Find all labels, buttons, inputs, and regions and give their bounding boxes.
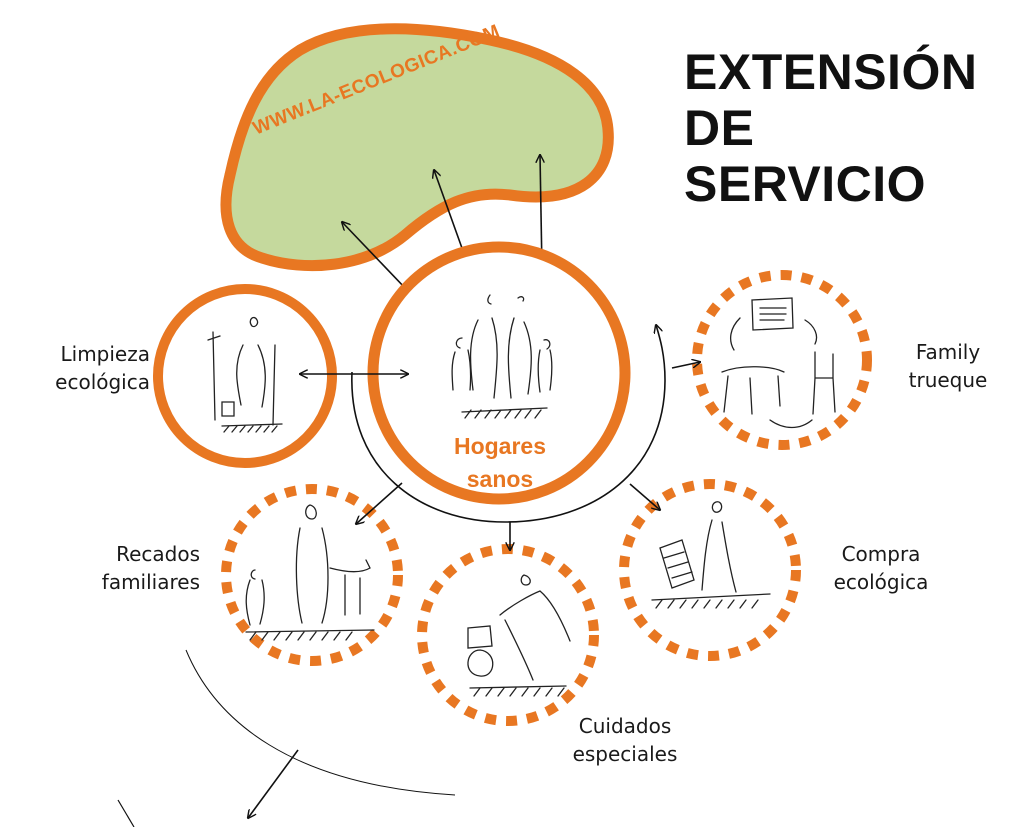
- compra-label-line-2: ecológica: [833, 570, 929, 594]
- center-label-line-1: Hogares: [453, 433, 547, 459]
- cuidados-label: Cuidados especiales: [560, 712, 690, 768]
- shopping-sketch: [651, 501, 771, 609]
- recados-label-line-1: Recados: [116, 542, 200, 566]
- exchange-sketch: [721, 297, 836, 429]
- outer-arrow: [248, 749, 299, 818]
- cleaning-sketch: [207, 316, 283, 433]
- diagram-title: EXTENSIÓN DE SERVICIO: [684, 44, 1015, 212]
- family-node-circle: [692, 270, 872, 450]
- family-label-line-1: Family: [915, 340, 981, 364]
- title-line-1: EXTENSIÓN DE: [684, 44, 978, 156]
- cuidados-label-line-1: Cuidados: [578, 714, 672, 738]
- family-group-sketch: [451, 294, 553, 419]
- cuidados-label-line-2: especiales: [572, 742, 678, 766]
- arrow-to-compra: [629, 483, 660, 510]
- recados-label-line-2: familiares: [101, 570, 200, 594]
- title-line-2: SERVICIO: [684, 156, 927, 212]
- center-flow-arc: [351, 325, 666, 523]
- recados-label: Recados familiares: [80, 540, 200, 596]
- recados-node-circle: [221, 484, 403, 666]
- family-label-line-2: trueque: [908, 368, 988, 392]
- compra-label: Compra ecológica: [816, 540, 946, 596]
- family-label: Family trueque: [888, 338, 1008, 394]
- outer-arc: [185, 649, 456, 796]
- limpieza-label-line-2: ecológica: [55, 370, 150, 394]
- compra-label-line-1: Compra: [841, 542, 921, 566]
- arrow-to-recados: [356, 482, 403, 524]
- outer-line-stub: [117, 799, 135, 827]
- limpieza-label: Limpieza ecológica: [30, 340, 150, 396]
- care-sketch: [467, 574, 571, 697]
- errands-sketch: [245, 504, 375, 641]
- center-label-line-2: sanos: [466, 466, 534, 492]
- limpieza-node-circle: [153, 284, 337, 468]
- center-node-label: Hogares sanos: [432, 430, 568, 496]
- limpieza-label-line-1: Limpieza: [60, 342, 151, 366]
- arrow-to-family: [671, 362, 700, 369]
- compra-node-circle: [619, 479, 801, 661]
